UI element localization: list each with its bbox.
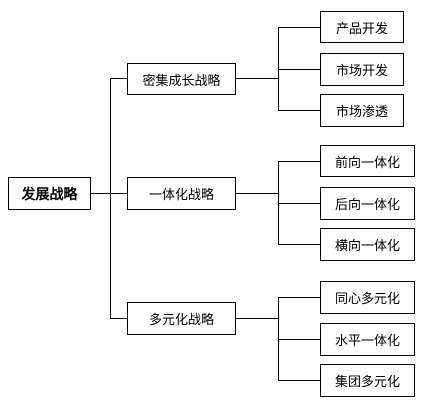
branch-node-intensive-growth: 密集成长战略: [127, 63, 236, 95]
branch-node-diversification: 多元化战略: [127, 302, 236, 335]
leaf-node-forward-integration: 前向一体化: [320, 145, 415, 177]
leaf-node-conglomerate-diversification: 集团多元化: [320, 364, 415, 397]
root-node: 发展战略: [8, 177, 91, 210]
leaf-node-horizontal-integration-2: 水平一体化: [320, 323, 415, 356]
branch-node-integration: 一体化战略: [127, 177, 236, 210]
leaf-node-market-development: 市场开发: [320, 53, 404, 86]
leaf-node-concentric-diversification: 同心多元化: [320, 281, 415, 314]
leaf-node-horizontal-integration: 横向一体化: [320, 228, 415, 261]
leaf-node-product-development: 产品开发: [320, 11, 404, 43]
leaf-node-market-penetration: 市场渗透: [320, 94, 404, 127]
leaf-node-backward-integration: 后向一体化: [320, 187, 415, 220]
